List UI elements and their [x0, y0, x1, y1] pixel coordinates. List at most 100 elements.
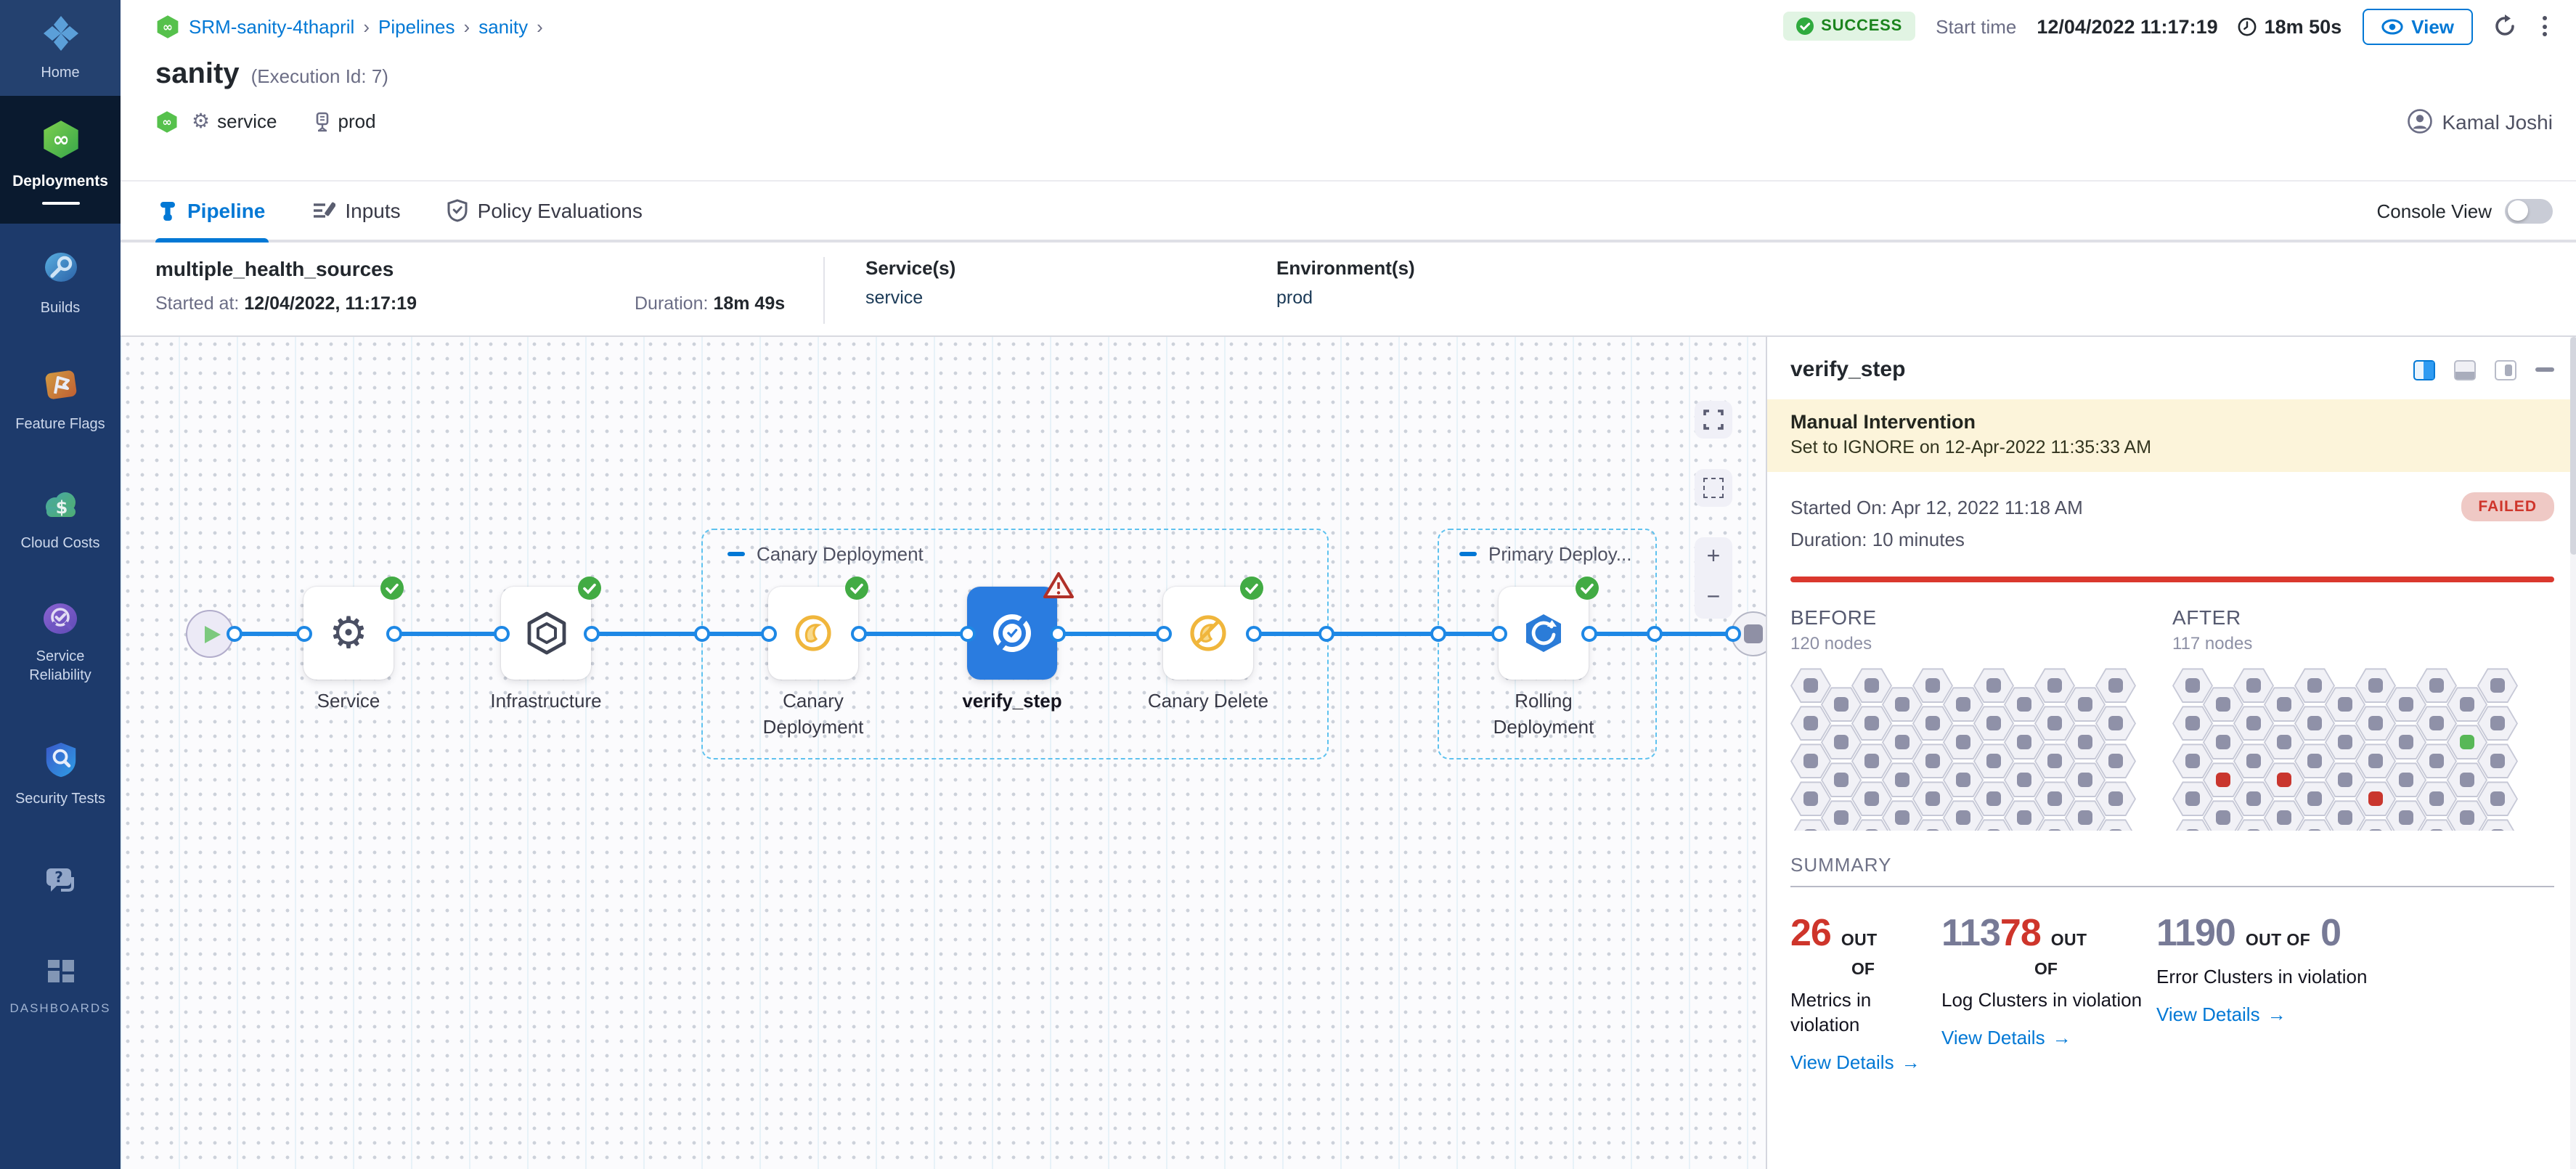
- inputs-tab-icon: [313, 202, 335, 218]
- node-hexagon[interactable]: [1973, 819, 2014, 831]
- node-hexagon[interactable]: [1790, 819, 1831, 831]
- error-clusters-label: Error Clusters in violation: [2156, 966, 2368, 988]
- before-node-grid[interactable]: [1790, 668, 2136, 831]
- zoom-in-button[interactable]: +: [1706, 545, 1721, 569]
- breadcrumb-pipelines[interactable]: Pipelines: [378, 15, 455, 37]
- layout-floating-icon[interactable]: [2495, 359, 2516, 380]
- banner-title: Manual Intervention: [1790, 411, 1976, 433]
- node-service[interactable]: ⚙: [303, 577, 404, 680]
- user-menu[interactable]: Kamal Joshi: [2407, 109, 2553, 134]
- node-rolling-deployment[interactable]: [1499, 577, 1599, 680]
- service-tag[interactable]: ⚙ service: [192, 109, 277, 132]
- log-clusters-total: 113: [1941, 911, 2001, 955]
- sidebar-item-feature-flags[interactable]: Feature Flags: [0, 366, 121, 435]
- pipeline-green-icon: ∞: [155, 110, 179, 133]
- sidebar-item-service-reliability[interactable]: Service Reliability: [0, 601, 121, 685]
- node-infrastructure[interactable]: [501, 577, 601, 680]
- arrow-right-icon: →: [1901, 1051, 1920, 1073]
- duration-value: 18m 50s: [2238, 15, 2341, 37]
- node-verify-step[interactable]: [967, 572, 1074, 680]
- sidebar-item-deployments[interactable]: ∞ Deployments: [0, 96, 121, 224]
- environment-tag[interactable]: prod: [314, 110, 376, 132]
- layout-bottom-icon[interactable]: [2454, 359, 2476, 380]
- metrics-summary-card: 26 OUT OF Metrics in violation View Deta…: [1790, 911, 1936, 1073]
- layout-split-right-icon[interactable]: [2413, 359, 2435, 380]
- console-view-toggle[interactable]: [2505, 198, 2553, 223]
- metrics-view-details-link[interactable]: View Details→: [1790, 1051, 1920, 1073]
- harness-home-icon: [41, 15, 79, 60]
- collapse-group-icon[interactable]: [727, 552, 745, 556]
- summary-label: SUMMARY: [1790, 854, 1892, 876]
- breadcrumb-project[interactable]: SRM-sanity-4thapril: [189, 15, 355, 37]
- service-reliability-icon: [41, 601, 80, 643]
- node-hexagon[interactable]: [1821, 800, 1862, 831]
- step-started-on: Started On: Apr 12, 2022 11:18 AM: [1790, 497, 2083, 518]
- node-label-canary-delete: Canary Delete: [1147, 690, 1269, 712]
- node-canary-delete[interactable]: [1163, 577, 1263, 680]
- node-hexagon[interactable]: [2477, 819, 2518, 831]
- edge-connector-dot: [295, 625, 311, 641]
- zoom-out-button[interactable]: −: [1706, 585, 1721, 610]
- tab-policy-evaluations[interactable]: Policy Evaluations: [444, 182, 645, 240]
- infrastructure-icon: [526, 611, 566, 655]
- sidebar-item-dashboards[interactable]: DASHBOARDS: [0, 958, 121, 1016]
- arrow-right-icon: →: [2267, 1003, 2286, 1026]
- sidebar-item-label: Builds: [40, 301, 81, 317]
- error-clusters-view-details-link[interactable]: View Details→: [2156, 1003, 2286, 1026]
- view-button[interactable]: View: [2362, 8, 2473, 44]
- verify-icon: [993, 614, 1031, 652]
- environment-link[interactable]: prod: [1276, 288, 1313, 308]
- success-badge-icon: [1576, 577, 1599, 607]
- node-hexagon[interactable]: [2233, 819, 2274, 831]
- marquee-select-button[interactable]: [1695, 469, 1732, 507]
- gear-icon: ⚙: [192, 109, 211, 132]
- sidebar-help-chat[interactable]: ?: [0, 865, 121, 905]
- node-hexagon[interactable]: [2264, 800, 2304, 831]
- node-label-infrastructure: Infrastructure: [490, 690, 602, 712]
- cloud-costs-icon: $: [40, 488, 81, 530]
- fit-to-screen-button[interactable]: [1695, 401, 1732, 439]
- banner-text: Set to IGNORE on 12-Apr-2022 11:35:33 AM: [1790, 437, 2152, 457]
- pipeline-canvas[interactable]: Canary Deployment Primary Deploy... ⚙ Se…: [121, 337, 1766, 1169]
- sidebar-item-cloud-costs[interactable]: $ Cloud Costs: [0, 488, 121, 554]
- edge-connector-dot: [1049, 625, 1065, 641]
- sidebar-item-home[interactable]: Home: [0, 0, 121, 96]
- node-canary-deployment[interactable]: [768, 577, 868, 680]
- panel-scrollbar[interactable]: [2570, 337, 2576, 1169]
- minimize-panel-icon[interactable]: [2535, 367, 2554, 372]
- log-clusters-view-details-link[interactable]: View Details→: [1941, 1027, 2071, 1049]
- node-hexagon[interactable]: [2095, 819, 2136, 831]
- tab-inputs[interactable]: Inputs: [309, 182, 403, 240]
- group-canary-deployment[interactable]: [701, 529, 1329, 759]
- after-node-grid[interactable]: [2172, 668, 2518, 831]
- log-clusters-label: Log Clusters in violation: [1941, 989, 2143, 1011]
- refresh-button[interactable]: [2493, 15, 2516, 38]
- node-hexagon[interactable]: [2034, 819, 2075, 831]
- more-options-button[interactable]: [2537, 13, 2553, 39]
- service-link[interactable]: service: [865, 288, 924, 308]
- node-hexagon[interactable]: [1912, 819, 1953, 831]
- error-clusters-summary-card: 1190 OUT OF 0 Error Clusters in violatio…: [2156, 911, 2554, 1073]
- stop-icon: [1744, 624, 1763, 643]
- node-hexagon[interactable]: [2416, 819, 2457, 831]
- sidebar-item-security-tests[interactable]: Security Tests: [0, 741, 121, 810]
- sidebar-item-builds[interactable]: Builds: [0, 250, 121, 319]
- node-hexagon[interactable]: [2355, 819, 2396, 831]
- edge-connector-dot: [850, 625, 866, 641]
- collapse-group-icon[interactable]: [1459, 552, 1477, 556]
- node-hexagon[interactable]: [2294, 819, 2335, 831]
- node-hexagon[interactable]: [1851, 819, 1892, 831]
- group-primary-deployment[interactable]: [1438, 529, 1657, 759]
- start-node[interactable]: [186, 610, 234, 658]
- edge-connector-dot: [1430, 625, 1446, 641]
- stage-name[interactable]: multiple_health_sources: [155, 257, 394, 280]
- breadcrumb-pipeline-name[interactable]: sanity: [478, 15, 529, 37]
- rolling-deployment-icon: [1526, 614, 1561, 652]
- status-badge: SUCCESS: [1783, 12, 1916, 41]
- page-title: sanity: [155, 58, 240, 90]
- tab-pipeline[interactable]: Pipeline: [155, 182, 269, 243]
- user-name: Kamal Joshi: [2442, 110, 2553, 133]
- node-hexagon[interactable]: [2172, 819, 2213, 831]
- edge-connector-dot: [583, 625, 599, 641]
- chevron-right-icon: ›: [363, 15, 370, 37]
